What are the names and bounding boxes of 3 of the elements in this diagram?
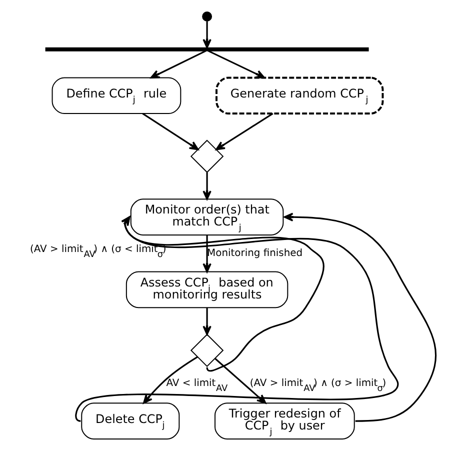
edge-label: AV < limit$_{AV}$ <box>166 378 228 394</box>
edge-label: Monitoring finished <box>207 248 303 259</box>
edge-label: (AV > limit$_{AV}$) ∧ (σ > limit$_{σ}$) <box>250 378 386 394</box>
